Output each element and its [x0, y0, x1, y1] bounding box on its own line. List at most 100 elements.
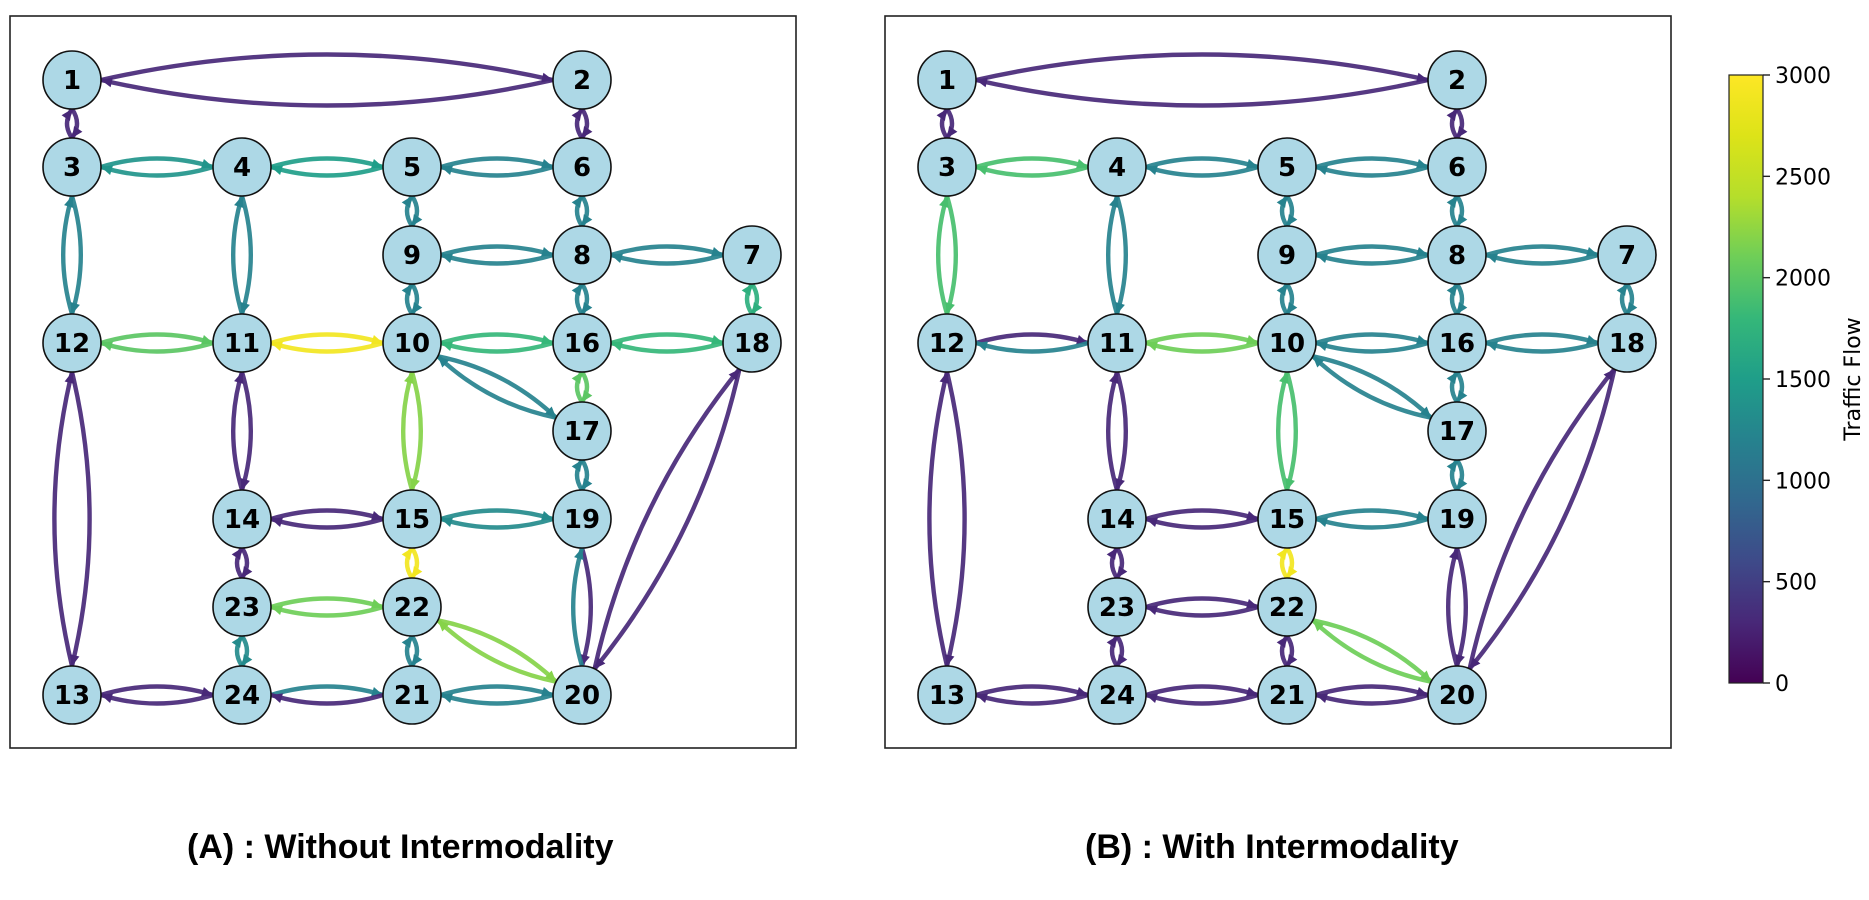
- edge-20-to-21-head: [441, 693, 453, 703]
- edge-12-to-11: [98, 332, 216, 346]
- node-11: 11: [212, 313, 272, 373]
- edge-17-to-10-head: [437, 356, 450, 368]
- edge-23-to-14-head: [231, 548, 242, 560]
- node-1: 1: [42, 50, 102, 110]
- node-circle: [917, 313, 977, 373]
- node-15: 15: [382, 489, 442, 549]
- edge-6-to-8-head: [582, 214, 593, 226]
- edge-3-to-1-head: [936, 109, 947, 121]
- edge-13-to-24: [973, 684, 1091, 698]
- node-label: 22: [1269, 593, 1305, 623]
- node-label: 10: [394, 329, 430, 359]
- node-3: 3: [42, 137, 102, 197]
- edge-20-to-19: [1446, 545, 1460, 669]
- edge-2-to-1-head: [101, 77, 113, 88]
- edge-15-to-14-head: [271, 517, 283, 527]
- edge-11-to-12: [98, 340, 216, 354]
- node-17: 17: [552, 401, 612, 461]
- node-label: 2: [1448, 66, 1466, 96]
- panel-frame: [9, 15, 797, 749]
- node-circle: [1257, 137, 1317, 197]
- edge-19-to-15-head: [1316, 517, 1328, 527]
- edge-7-to-8-head: [611, 253, 623, 263]
- node-circle: [1257, 313, 1317, 373]
- node-2: 2: [1427, 50, 1487, 110]
- edge-20-to-19-head: [574, 548, 584, 560]
- edge-16-to-10-head: [1316, 341, 1328, 351]
- edge-22-to-23-head: [271, 605, 283, 615]
- edge-5-to-4: [268, 164, 386, 178]
- node-5: 5: [1257, 137, 1317, 197]
- edge-21-to-22-head: [401, 636, 412, 648]
- node-label: 12: [929, 329, 965, 359]
- edge-21-to-24: [1143, 692, 1261, 706]
- edge-21-to-20: [1313, 684, 1431, 698]
- node-label: 8: [1448, 241, 1466, 271]
- edge-10-to-11: [268, 340, 386, 354]
- node-label: 20: [564, 681, 600, 711]
- edge-15-to-14: [268, 516, 386, 530]
- node-label: 24: [1099, 681, 1135, 711]
- node-label: 15: [394, 505, 430, 535]
- edge-4-to-11: [239, 193, 253, 317]
- node-circle: [917, 137, 977, 197]
- node-circle: [1087, 137, 1147, 197]
- node-circle: [42, 313, 102, 373]
- node-8: 8: [552, 225, 612, 285]
- edge-15-to-14: [1143, 516, 1261, 530]
- edge-14-to-11: [231, 369, 245, 493]
- edge-8-to-9-head: [441, 253, 453, 263]
- edge-17-to-19-head: [1457, 478, 1468, 490]
- node-label: 19: [1439, 505, 1475, 535]
- edge-10-to-9-head: [401, 284, 412, 296]
- node-22: 22: [382, 577, 442, 637]
- edge-14-to-11: [1106, 369, 1120, 493]
- node-circle: [917, 50, 977, 110]
- node-circle: [42, 137, 102, 197]
- edge-16-to-8-head: [1446, 284, 1457, 296]
- edge-9-to-10-head: [1287, 302, 1298, 314]
- edge-20-to-18: [1467, 366, 1617, 672]
- edge-10-to-16: [438, 332, 556, 346]
- edge-4-to-3: [973, 164, 1091, 178]
- node-circle: [382, 489, 442, 549]
- edge-14-to-11-head: [234, 372, 244, 384]
- edge-9-to-5-head: [401, 196, 412, 208]
- edge-14-to-23-head: [1117, 566, 1128, 578]
- edge-22-to-23: [1143, 604, 1261, 618]
- node-24: 24: [212, 665, 272, 725]
- node-6: 6: [552, 137, 612, 197]
- edge-22-to-15-head: [1276, 548, 1287, 560]
- node-label: 13: [929, 681, 965, 711]
- node-19: 19: [1427, 489, 1487, 549]
- caption-panel-b: (B) : With Intermodality: [1085, 828, 1459, 866]
- edge-17-to-16-head: [571, 372, 582, 384]
- edge-8-to-16-head: [582, 302, 593, 314]
- edge-10-to-15: [409, 369, 423, 493]
- node-label: 7: [1618, 241, 1636, 271]
- node-1: 1: [917, 50, 977, 110]
- edge-9-to-5-head: [1276, 196, 1287, 208]
- edge-layer: [52, 52, 763, 706]
- node-circle: [1427, 50, 1487, 110]
- edge-16-to-8-head: [571, 284, 582, 296]
- node-circle: [552, 401, 612, 461]
- node-3: 3: [917, 137, 977, 197]
- node-circle: [1087, 577, 1147, 637]
- edge-8-to-9-head: [1316, 253, 1328, 263]
- node-label: 11: [224, 329, 260, 359]
- edge-8-to-9: [438, 252, 556, 266]
- edge-16-to-10: [438, 340, 556, 354]
- edge-17-to-10: [435, 354, 559, 420]
- node-circle: [382, 577, 442, 637]
- node-circle: [42, 665, 102, 725]
- edge-8-to-6-head: [1446, 196, 1457, 208]
- edge-18-to-20: [592, 366, 742, 672]
- edge-20-to-21: [1313, 692, 1431, 706]
- node-22: 22: [1257, 577, 1317, 637]
